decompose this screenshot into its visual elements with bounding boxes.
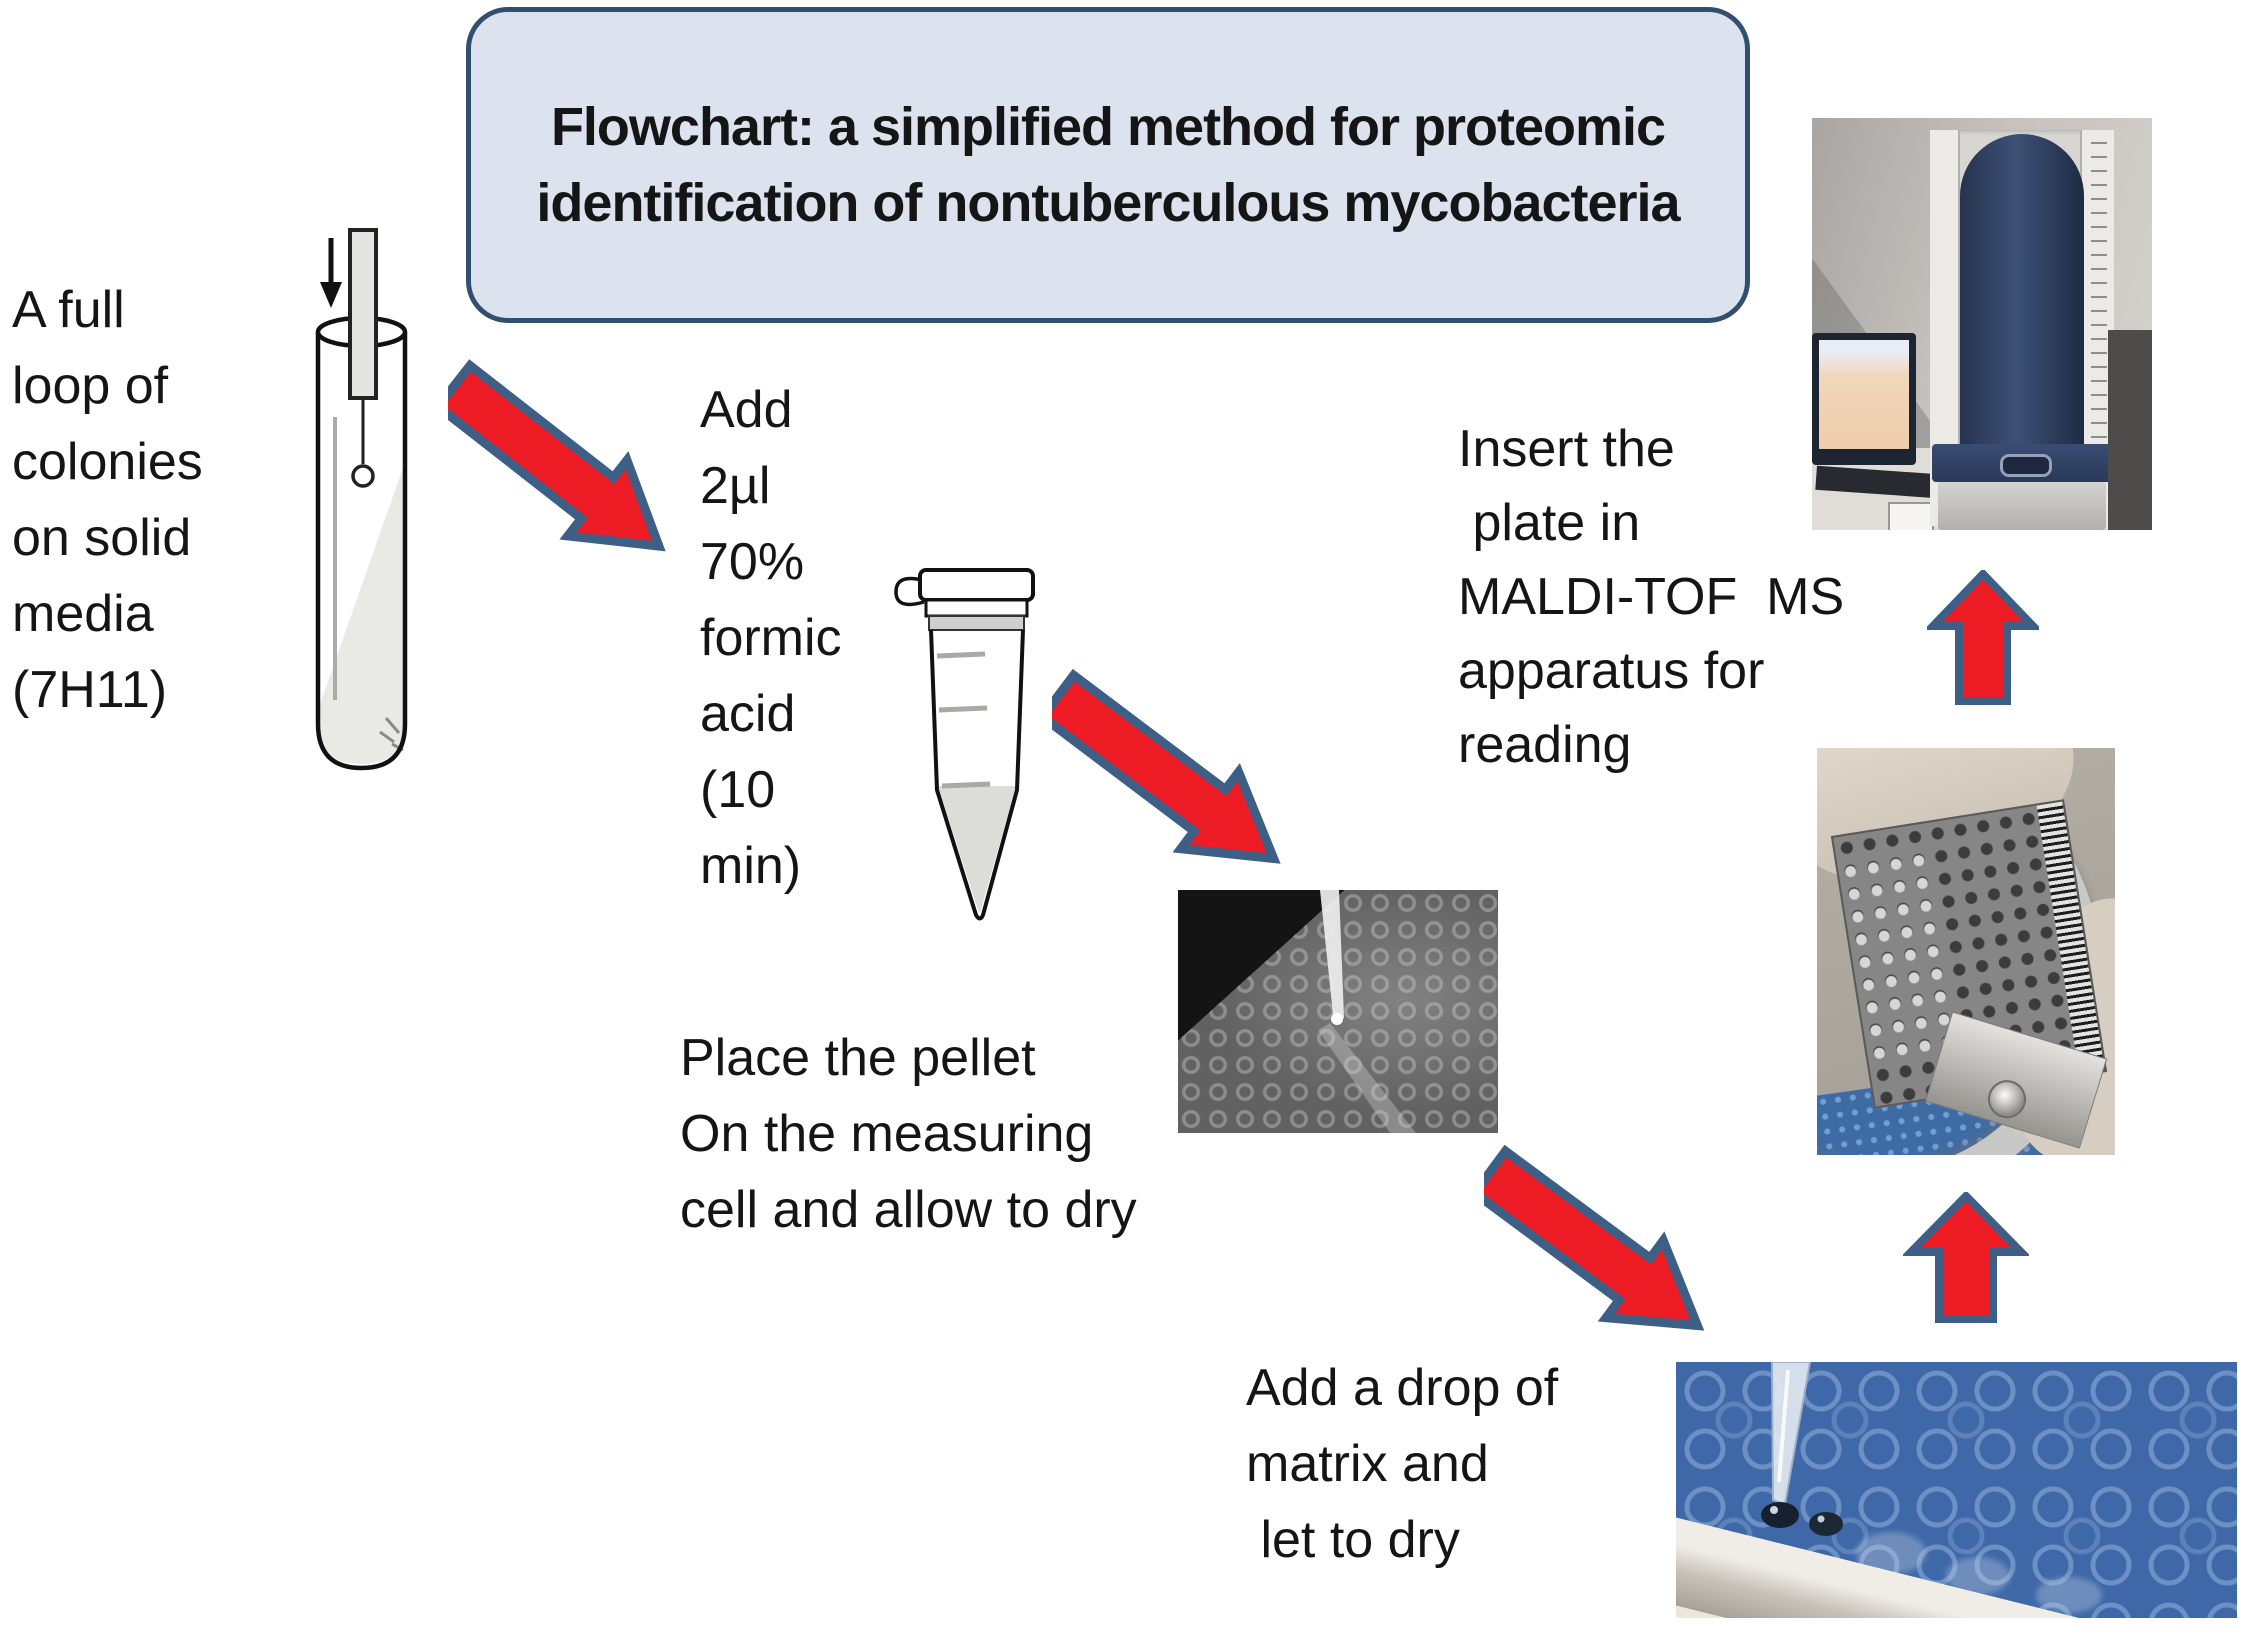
dark-pillar bbox=[2108, 330, 2152, 530]
maldi-tof-ms-instrument-with-computer-photo bbox=[1812, 118, 2152, 530]
pipette-tip bbox=[1320, 890, 1344, 1024]
maldi-target-plate-with-pipette-photo bbox=[1178, 890, 1498, 1133]
arrow-down-right-icon-2 bbox=[1052, 668, 1281, 864]
inoculation-loop bbox=[351, 464, 375, 488]
step1-label: A full loop of colonies on solid media (… bbox=[12, 281, 203, 719]
title-line-2: identification of nontuberculous mycobac… bbox=[536, 173, 1680, 233]
plate-loading-port bbox=[2000, 454, 2052, 477]
step4-label: Add a drop of matrix and let to dry bbox=[1246, 1359, 1559, 1569]
step2-label: Add 2µl 70% formic acid (10 min) bbox=[700, 381, 842, 895]
arrow-up-icon-1 bbox=[1903, 1192, 2029, 1323]
flight-tube-column bbox=[1960, 134, 2084, 446]
pipette-tip bbox=[1770, 1362, 1812, 1506]
tube-cap bbox=[918, 568, 1035, 602]
title-line-1: Flowchart: a simplified method for prote… bbox=[550, 97, 1666, 157]
instrument-base bbox=[1938, 482, 2106, 530]
pipette-and-droplets-overlay bbox=[1761, 1362, 1843, 1536]
target-plate-inserted-into-holder-photo bbox=[1817, 748, 2115, 1155]
sample-droplet bbox=[1331, 1013, 1343, 1025]
step3-label: Place the pellet On the measuring cell a… bbox=[680, 1029, 1137, 1239]
matrix-droplet bbox=[1809, 1512, 1843, 1536]
microcentrifuge-tube-icon bbox=[894, 568, 1035, 921]
screw bbox=[1983, 1075, 2031, 1123]
pipette-tip-overlay bbox=[1318, 890, 1416, 1133]
down-arrow-icon bbox=[320, 282, 342, 308]
monitor-screen bbox=[1819, 340, 1909, 449]
arrow-down-right-icon-1 bbox=[448, 359, 666, 552]
title-box: Flowchart: a simplified method for prote… bbox=[466, 7, 1750, 323]
outlet-box bbox=[1888, 502, 1934, 530]
step5-label: Insert the plate in MALDI-TOF MS apparat… bbox=[1458, 420, 1845, 774]
arrow-up-icon-2 bbox=[1927, 570, 2039, 705]
matrix-droplet bbox=[1761, 1502, 1799, 1528]
solid-media-slant bbox=[318, 462, 405, 764]
ruler-scale bbox=[2091, 142, 2107, 442]
pellet bbox=[938, 786, 1016, 912]
tube-clip bbox=[894, 576, 925, 607]
mass-spectrometer bbox=[1930, 130, 2114, 530]
computer-monitor bbox=[1812, 333, 1916, 465]
arrow-down-right-icon-3 bbox=[1484, 1144, 1705, 1331]
blue-target-plate-with-matrix-drops-photo bbox=[1676, 1362, 2237, 1618]
loop-handle bbox=[348, 228, 378, 400]
instrument-deck bbox=[1932, 444, 2112, 482]
culture-tube-with-inoculation-loop-icon bbox=[315, 228, 408, 771]
